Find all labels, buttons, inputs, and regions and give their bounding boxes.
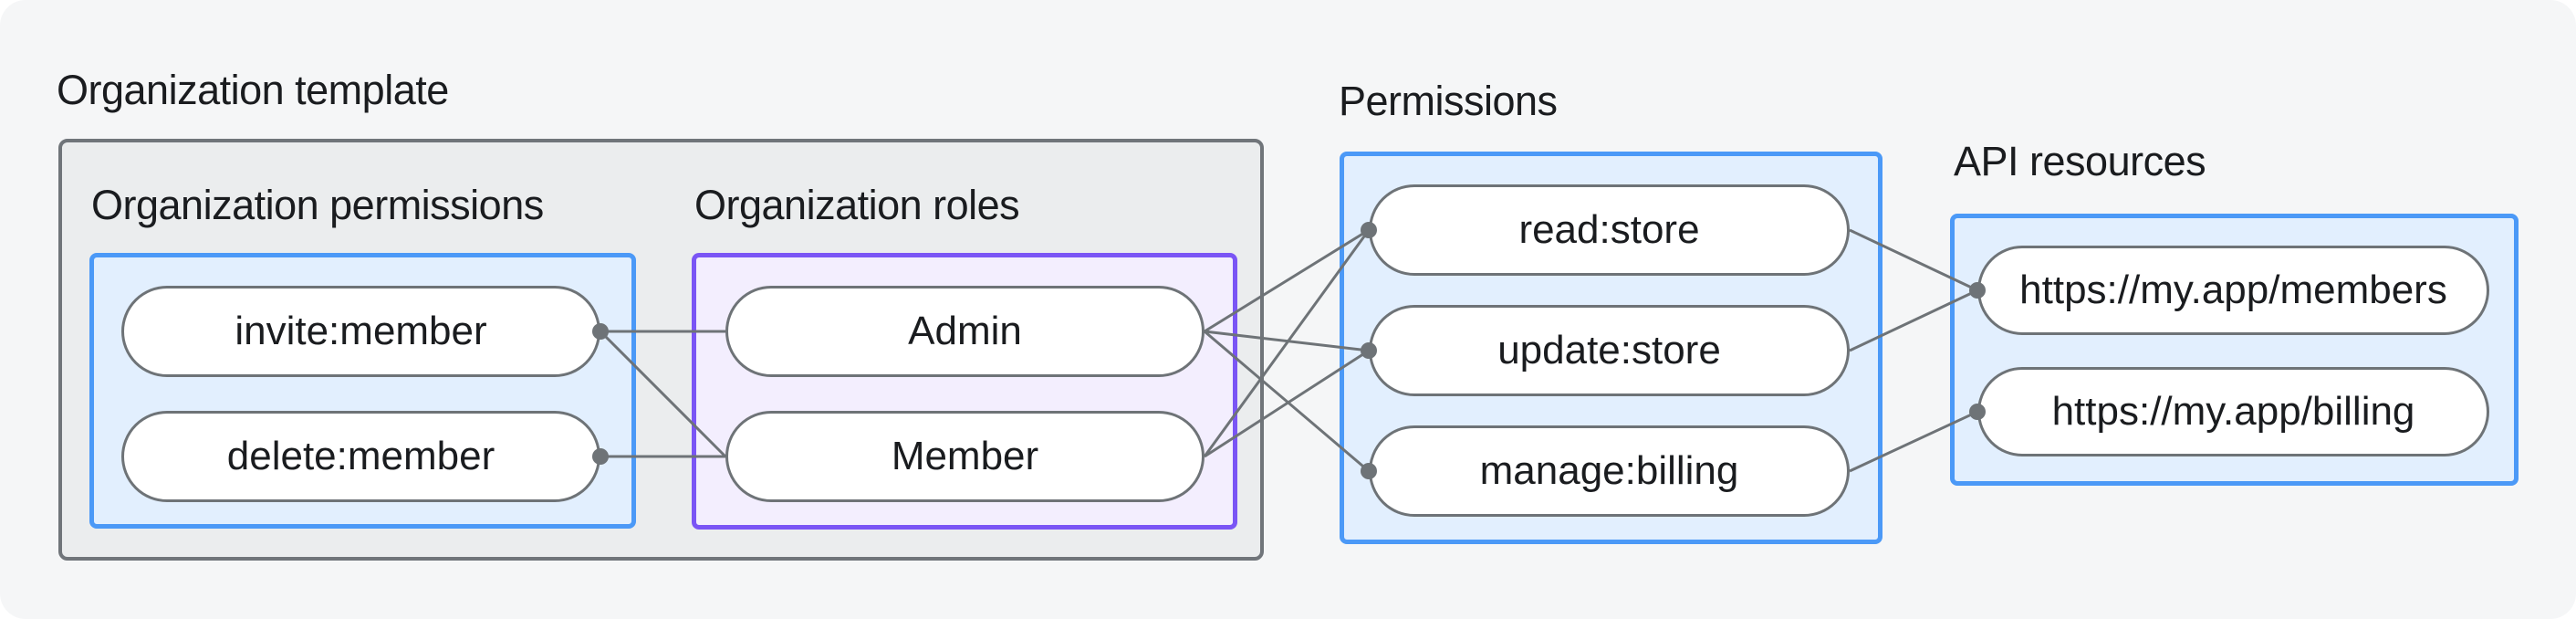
organization-roles-title: Organization roles [694,182,1020,228]
node-api-billing: https://my.app/billing [1977,367,2489,456]
node-admin-role: Admin [725,286,1205,377]
organization-template-title: Organization template [57,67,449,113]
node-api-members: https://my.app/members [1977,246,2489,335]
permissions-title: Permissions [1339,78,1558,124]
node-member-role: Member [725,411,1205,502]
node-delete-member: delete:member [121,411,600,502]
node-read-store: read:store [1369,184,1850,276]
node-manage-billing: manage:billing [1369,425,1850,517]
node-update-store: update:store [1369,305,1850,396]
api-resources-title: API resources [1954,138,2206,184]
node-invite-member: invite:member [121,286,600,377]
organization-permissions-title: Organization permissions [91,182,544,228]
